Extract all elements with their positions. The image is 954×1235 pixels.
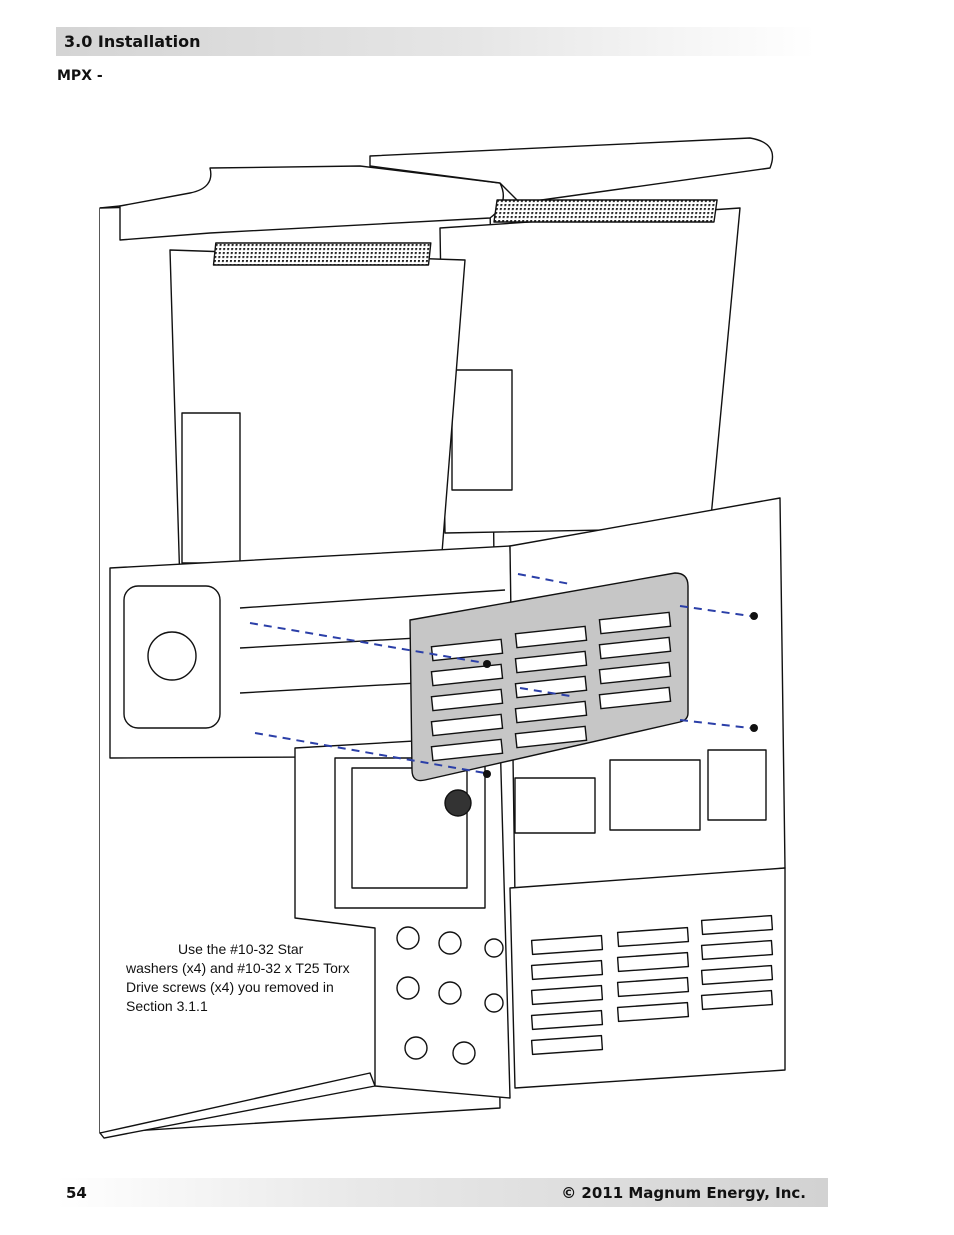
louvered-cover bbox=[409, 572, 689, 782]
right-vent-mesh bbox=[493, 199, 718, 223]
right-roof bbox=[369, 137, 774, 204]
page-number: 54 bbox=[66, 1184, 87, 1202]
display-knob bbox=[444, 789, 472, 817]
screws bbox=[483, 612, 758, 778]
breaker-block bbox=[514, 777, 596, 834]
left-label-plate bbox=[181, 412, 241, 564]
installation-figure bbox=[99, 137, 786, 1139]
subsection-label: MPX - bbox=[57, 68, 103, 84]
left-vent-mesh bbox=[212, 242, 432, 266]
figure-caption: Use the #10-32 Star washers (x4) and #10… bbox=[126, 941, 350, 1014]
section-title: 3.0 Installation bbox=[64, 32, 201, 51]
knockout-circle bbox=[147, 631, 197, 681]
lower-louvers bbox=[530, 914, 774, 1056]
copyright-notice: © 2011 Magnum Energy, Inc. bbox=[561, 1184, 806, 1202]
screw-guides bbox=[249, 573, 751, 774]
disconnect-switches bbox=[707, 749, 767, 821]
footer-bar: 54 © 2011 Magnum Energy, Inc. bbox=[56, 1178, 828, 1207]
right-label-plate bbox=[451, 369, 513, 491]
header-bar: 3.0 Installation bbox=[56, 27, 816, 56]
